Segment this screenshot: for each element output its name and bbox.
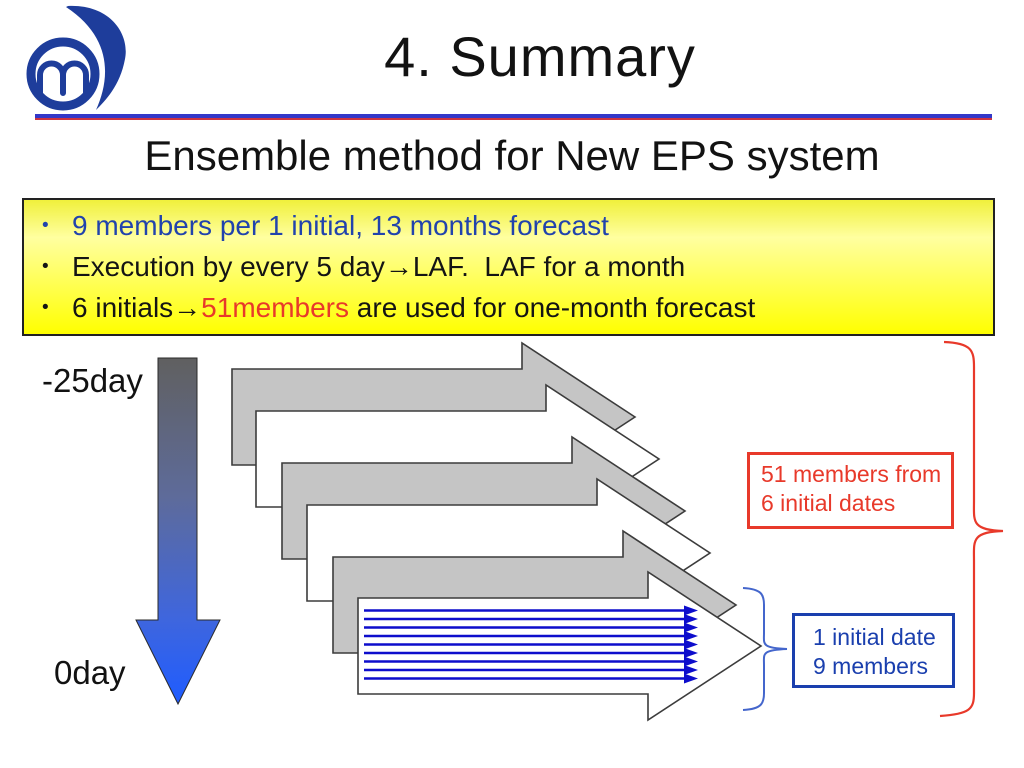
slide-subtitle: Ensemble method for New EPS system bbox=[144, 132, 880, 179]
summary-highlight-box: • 9 members per 1 initial, 13 months for… bbox=[22, 198, 995, 336]
divider-blue-line bbox=[35, 114, 992, 118]
bullet-text-1: 9 members per 1 initial, 13 months forec… bbox=[72, 210, 609, 241]
member-arrowhead-icon bbox=[684, 648, 698, 658]
bullet-text-3-post: are used for one-month forecast bbox=[349, 292, 756, 323]
member-arrowhead-icon bbox=[684, 605, 698, 616]
initial-callout-box: 1 initial date 9 members bbox=[792, 613, 955, 688]
bullet-text-3-pre: 6 initials→ bbox=[72, 292, 202, 323]
bullet-text-3-highlight: 51members bbox=[201, 292, 350, 323]
logo-ring-icon bbox=[26, 37, 100, 111]
bullet-item-3: • 6 initials→51members are used for one-… bbox=[24, 287, 993, 328]
forecast-arrow-6 bbox=[357, 570, 763, 722]
title-divider bbox=[35, 114, 992, 120]
bullet-dot-icon: • bbox=[42, 215, 49, 236]
forecast-arrow-stack bbox=[231, 341, 763, 722]
jma-logo bbox=[26, 5, 126, 111]
initial-callout-line-2: 9 members bbox=[813, 653, 929, 679]
bullet-item-2: • Execution by every 5 day→LAF. LAF for … bbox=[24, 246, 993, 287]
member-arrowhead-icon bbox=[684, 614, 698, 624]
initial-callout-line-1: 1 initial date bbox=[813, 624, 936, 650]
member-lines-group bbox=[364, 605, 698, 684]
members-callout-line-2: 6 initial dates bbox=[761, 490, 896, 516]
divider-red-line bbox=[35, 118, 992, 120]
blue-brace-icon bbox=[742, 587, 788, 711]
bullet-dot-icon: • bbox=[42, 256, 49, 277]
logo-m-icon bbox=[37, 60, 89, 96]
timeline-end-label: 0day bbox=[54, 654, 126, 691]
members-callout-line-1: 51 members from bbox=[761, 461, 942, 487]
logo-crescent-icon bbox=[66, 5, 126, 110]
member-arrowhead-icon bbox=[684, 622, 698, 633]
members-callout-box: 51 members from 6 initial dates bbox=[747, 452, 954, 529]
bullet-text-2: Execution by every 5 day→LAF. LAF for a … bbox=[72, 251, 686, 282]
member-arrowhead-icon bbox=[684, 631, 698, 641]
member-arrowhead-icon bbox=[684, 656, 698, 667]
page-title: 4. Summary bbox=[384, 25, 696, 88]
timeline-start-label: -25day bbox=[42, 362, 143, 399]
time-axis-arrow-icon bbox=[135, 357, 221, 706]
bullet-dot-icon: • bbox=[42, 297, 49, 318]
red-brace-icon bbox=[939, 340, 1004, 718]
member-arrowhead-icon bbox=[684, 673, 698, 684]
member-arrowhead-icon bbox=[684, 665, 698, 675]
bullet-item-1: • 9 members per 1 initial, 13 months for… bbox=[24, 205, 993, 246]
member-arrowhead-icon bbox=[684, 639, 698, 650]
